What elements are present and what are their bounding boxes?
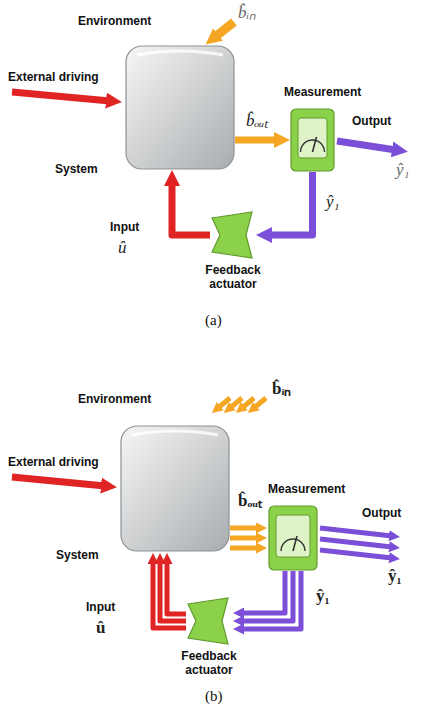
- measurement-arrow-stroke: [241, 571, 285, 613]
- output-field-arrow-stroke: [230, 536, 259, 541]
- feedback-actuator: Feedback actuator: [210, 210, 256, 260]
- environment-arrow: [215, 22, 234, 37]
- measurement-arrow-stroke: [241, 571, 293, 621]
- node-label: Feedback actuator: [174, 650, 244, 678]
- node-label: Measurement: [284, 86, 361, 100]
- feedback-actuator: Feedback actuator: [186, 596, 232, 646]
- environment-label: Environment: [78, 392, 151, 406]
- node-label: System: [55, 163, 98, 177]
- signal-label: ŷ₁: [324, 192, 341, 212]
- output-signal-label: ŷ₁: [388, 566, 402, 586]
- input-arrow-stroke: [153, 561, 186, 628]
- driving-label: External driving: [8, 70, 99, 84]
- actuator-shape: [210, 210, 256, 260]
- input-arrow-stroke: [160, 561, 186, 621]
- output-field-arrow-stroke: [230, 526, 259, 531]
- output-arrow: [320, 539, 392, 547]
- signal-label: b̂ₒᵤₜ: [244, 108, 270, 131]
- input-label: Input: [110, 220, 139, 234]
- panel-caption: (a): [205, 312, 222, 329]
- input-arrow: [153, 561, 186, 628]
- signal-label: b̂ₒᵤₜ: [236, 488, 264, 511]
- meter-shape: [290, 108, 335, 172]
- box-shape: [120, 425, 230, 552]
- panel-caption: (b): [205, 688, 223, 705]
- environment-arrow: [254, 398, 266, 408]
- measurement-arrow-stroke: [241, 571, 301, 629]
- input-arrow: [172, 182, 210, 235]
- environment-label: Environment: [78, 14, 151, 28]
- signal-label: ŷ₁: [314, 586, 332, 606]
- system-box: System: [120, 425, 230, 552]
- driving-arrow: [12, 477, 105, 486]
- measurement-arrow: [241, 571, 301, 629]
- node-label: Measurement: [268, 483, 345, 497]
- environment-arrow: [242, 398, 254, 408]
- driving-label: External driving: [8, 455, 99, 469]
- measurement-arrow-stroke: [268, 172, 313, 235]
- input-signal-label: û: [96, 618, 105, 638]
- driving-arrow: [12, 92, 110, 101]
- node-label: System: [56, 549, 99, 563]
- output-field-arrow-stroke: [235, 137, 278, 144]
- output-label: Output: [362, 506, 401, 520]
- input-arrow-stroke: [172, 182, 210, 235]
- meter-shape: [268, 505, 318, 571]
- measurement-device: Measurement: [290, 108, 335, 172]
- output-field-arrow-stroke: [230, 546, 259, 551]
- output-arrow: [320, 528, 392, 536]
- output-arrow: [320, 550, 392, 558]
- output-field-arrow: [235, 140, 278, 141]
- input-signal-label: û: [118, 238, 127, 258]
- system-box: System: [125, 45, 235, 170]
- output-field-arrow: [230, 528, 259, 548]
- input-arrow-stroke: [167, 561, 186, 614]
- output-label: Output: [352, 114, 391, 128]
- input-field-label: b̂ᵢₙ: [238, 0, 256, 23]
- input-label: Input: [86, 600, 115, 614]
- actuator-shape: [186, 596, 232, 646]
- measurement-arrow: [268, 172, 313, 235]
- input-field-label: b̂ᵢₙ: [272, 376, 291, 399]
- output-arrow: [337, 141, 396, 150]
- output-signal-label: ŷ₁: [396, 160, 409, 180]
- environment-arrow: [218, 398, 230, 408]
- node-label: Feedback actuator: [198, 264, 268, 292]
- environment-arrow: [230, 398, 242, 408]
- measurement-device: Measurement: [268, 505, 318, 571]
- box-shape: [125, 45, 235, 170]
